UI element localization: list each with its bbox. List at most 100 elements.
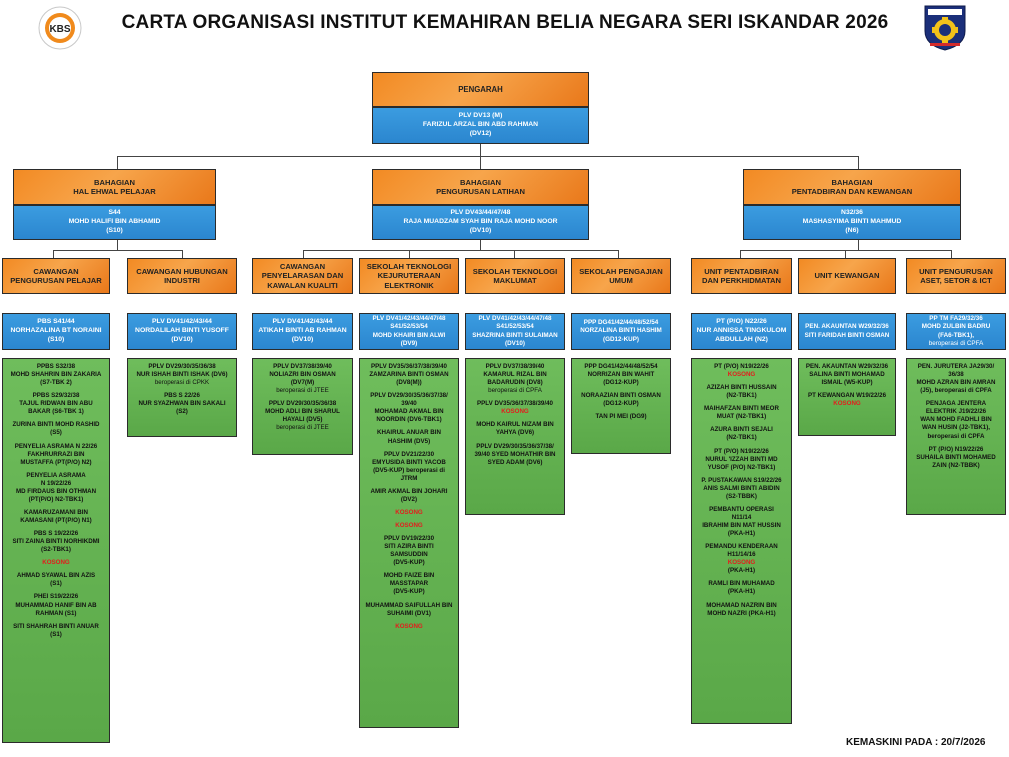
- head-line: PEN. AKAUNTAN W29/32/36: [805, 323, 889, 331]
- staff-line: YAHYA (DV6): [495, 429, 535, 437]
- unit-teknologi-maklumat-title: SEKOLAH TEKNOLOGI MAKLUMAT: [465, 258, 565, 294]
- staff-line: (DV5-KUP): [393, 588, 425, 596]
- staff-entry: ZURINA BINTI MOHD RASHID(S5): [6, 421, 106, 437]
- head-line: (S10): [47, 335, 65, 343]
- staff-line: MOHD SHAHRIN BIN ZAKARIA: [10, 371, 102, 379]
- staff-entry: PPLV DV29/30/35/36/37/38/39/40 SYED MOHA…: [469, 443, 561, 467]
- division-latihan-title: BAHAGIAN PENGURUSAN LATIHAN: [372, 169, 589, 205]
- head-line: PLV DV41/42/43/44: [272, 318, 333, 326]
- head-scheme: (N6): [845, 226, 859, 234]
- staff-entry: TAN PI MEI (DG9): [575, 413, 667, 421]
- staff-line: MOHD ADLI BIN SHARUL: [265, 408, 340, 416]
- division-hep-title: BAHAGIAN HAL EHWAL PELAJAR: [13, 169, 216, 205]
- director-title: PENGARAH: [458, 84, 503, 94]
- division-name: PENGURUSAN LATIHAN: [436, 187, 525, 196]
- staff-line: KOSONG: [395, 622, 423, 630]
- staff-line: KHAIRUL ANUAR BIN: [377, 429, 441, 437]
- staff-line: AZURA BINTI SEJALI: [710, 426, 773, 434]
- staff-line: PT (P/O) N19/22/26: [928, 445, 984, 453]
- kbs-logo: KBS: [38, 6, 82, 50]
- staff-line: (N2-TBK1): [726, 434, 757, 442]
- division-name: HAL EHWAL PELAJAR: [73, 187, 156, 196]
- staff-entry: AZIZAH BINTI HUSSAIN(N2-TBK1): [695, 384, 788, 400]
- head-line: ATIKAH BINTI AB RAHMAN: [258, 327, 347, 335]
- staff-entry: AHMAD SYAWAL BIN AZIS(S1): [6, 572, 106, 588]
- unit-title-line: KAWALAN KUALITI: [267, 280, 338, 290]
- head-line: S41/52/53/54: [390, 323, 428, 331]
- unit-title-line: UMUM: [609, 276, 633, 285]
- staff-line: PPLV DV37/38/39/40: [273, 363, 332, 370]
- staff-line: KAMARUL RIZAL BIN: [483, 371, 547, 379]
- staff-line: PPLV DV37/38/39/40: [485, 363, 545, 370]
- staff-line: PPBS S29/32/38: [32, 392, 80, 400]
- head-line: PLV DV41/42/43/44: [152, 318, 212, 326]
- staff-line: ISMAIL (W5-KUP): [821, 379, 873, 387]
- staff-line: ELEKTRIK J19/22/26: [925, 408, 987, 416]
- staff-line: PPLV DV29/30/35/36/37/38/: [370, 392, 448, 400]
- staff-line: MOHD KAIRUL NIZAM BIN: [476, 421, 554, 429]
- unit-aset-ict-head: PP TM FA29/32/36 MOHD ZULBIN BADRU (FA6-…: [906, 313, 1006, 350]
- division-label: BAHAGIAN: [94, 177, 135, 187]
- page-title: CARTA ORGANISASI INSTITUT KEMAHIRAN BELI…: [121, 12, 889, 33]
- head-line: PBS S41/44: [37, 318, 75, 326]
- director-name: FARIZUL ARZAL BIN ABD RAHMAN: [422, 121, 539, 129]
- unit-title-line: SEKOLAH TEKNOLOGI: [366, 261, 452, 271]
- staff-line: PEN. JURUTERA JA29/30/: [917, 363, 995, 370]
- head-scheme: (S10): [106, 226, 123, 234]
- staff-line: 39/40: [401, 400, 417, 408]
- staff-line: SITI AZIRA BINTI: [384, 543, 434, 551]
- staff-line: PEMANDU KENDERAAN: [705, 543, 778, 551]
- staff-line: MUAT (N2-TBK1): [716, 413, 767, 421]
- unit-title-line: PENYELARASAN DAN: [261, 271, 344, 281]
- unit-title-line: UNIT KEWANGAN: [814, 271, 880, 281]
- head-scheme: (DV10): [469, 226, 492, 234]
- division-pentadbiran-title: BAHAGIAN PENTADBIRAN DAN KEWANGAN: [743, 169, 961, 205]
- head-line: NORHAZALINA BT NORAINI: [10, 327, 102, 335]
- head-line: MOHD ZULBIN BADRU: [921, 323, 991, 331]
- unit-title-line: DAN PERKHIDMATAN: [701, 276, 782, 285]
- staff-line: NOLIAZRI BIN OSMAN: [269, 371, 336, 379]
- staff-line: MOHD AZRAN BIN AMRAN: [916, 379, 996, 387]
- head-line: (FA6-TBK1),: [937, 331, 975, 339]
- staff-line: PPLV DV29/30/35/36/37/38/: [476, 442, 554, 450]
- staff-line: (PKA-H1): [727, 530, 756, 538]
- staff-line: AMIR AKMAL BIN JOHARI: [370, 487, 448, 495]
- staff-line: IBRAHIM BIN MAT HUSSIN: [702, 522, 781, 529]
- staff-line: (PKA-H1): [727, 588, 756, 596]
- unit-title-line: SEKOLAH PENGAJIAN: [579, 266, 663, 276]
- unit-pengajian-umum-title: SEKOLAH PENGAJIAN UMUM: [571, 258, 671, 294]
- staff-line: KOSONG: [833, 400, 861, 408]
- head-line: SITI FARIDAH BINTI OSMAN: [804, 331, 890, 339]
- staff-line: KOSONG: [42, 559, 70, 567]
- head-line: (DV9): [400, 339, 418, 347]
- head-line: NORZALINA BINTI HASHIM: [580, 327, 662, 335]
- staff-line: MAIHAFZAN BINTI MEOR: [704, 405, 779, 413]
- staff-line: SITI ZAINA BINTI NORHIKDMI: [12, 538, 100, 546]
- staff-line: TAJUL RIDWAN BIN ABU: [19, 400, 93, 408]
- staff-line: PT (P/O) N19/22/26: [714, 447, 769, 455]
- division-name: PENTADBIRAN DAN KEWANGAN: [791, 187, 913, 196]
- head-line: (GD12-KUP): [602, 335, 640, 343]
- staff-line: beroperasi di CPFA: [488, 387, 542, 395]
- staff-line: PHEI S19/22/26: [33, 593, 79, 601]
- staff-line: SALINA BINTI MOHAMAD: [809, 371, 885, 379]
- head-grade: PLV DV43/44/47/48: [450, 209, 511, 217]
- head-name: RAJA MUADZAM SYAH BIN RAJA MOHD NOOR: [403, 218, 558, 226]
- unit-title-line: ELEKTRONIK: [384, 280, 434, 290]
